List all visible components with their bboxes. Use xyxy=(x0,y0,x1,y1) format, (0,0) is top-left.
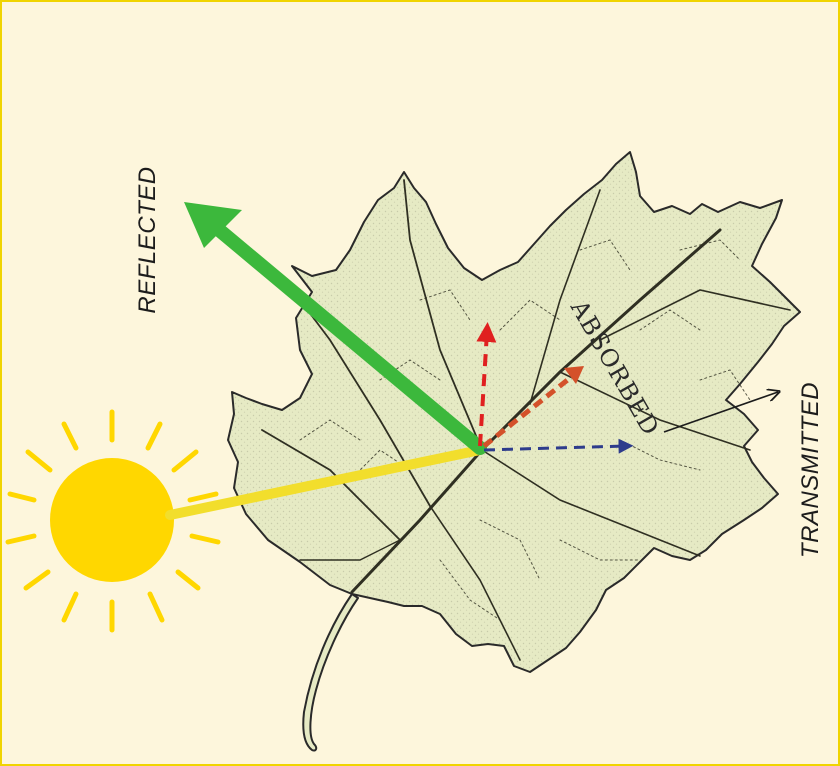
transmitted-label: TRANSMITTED xyxy=(797,382,824,558)
reflected-label: REFLECTED xyxy=(134,166,161,313)
